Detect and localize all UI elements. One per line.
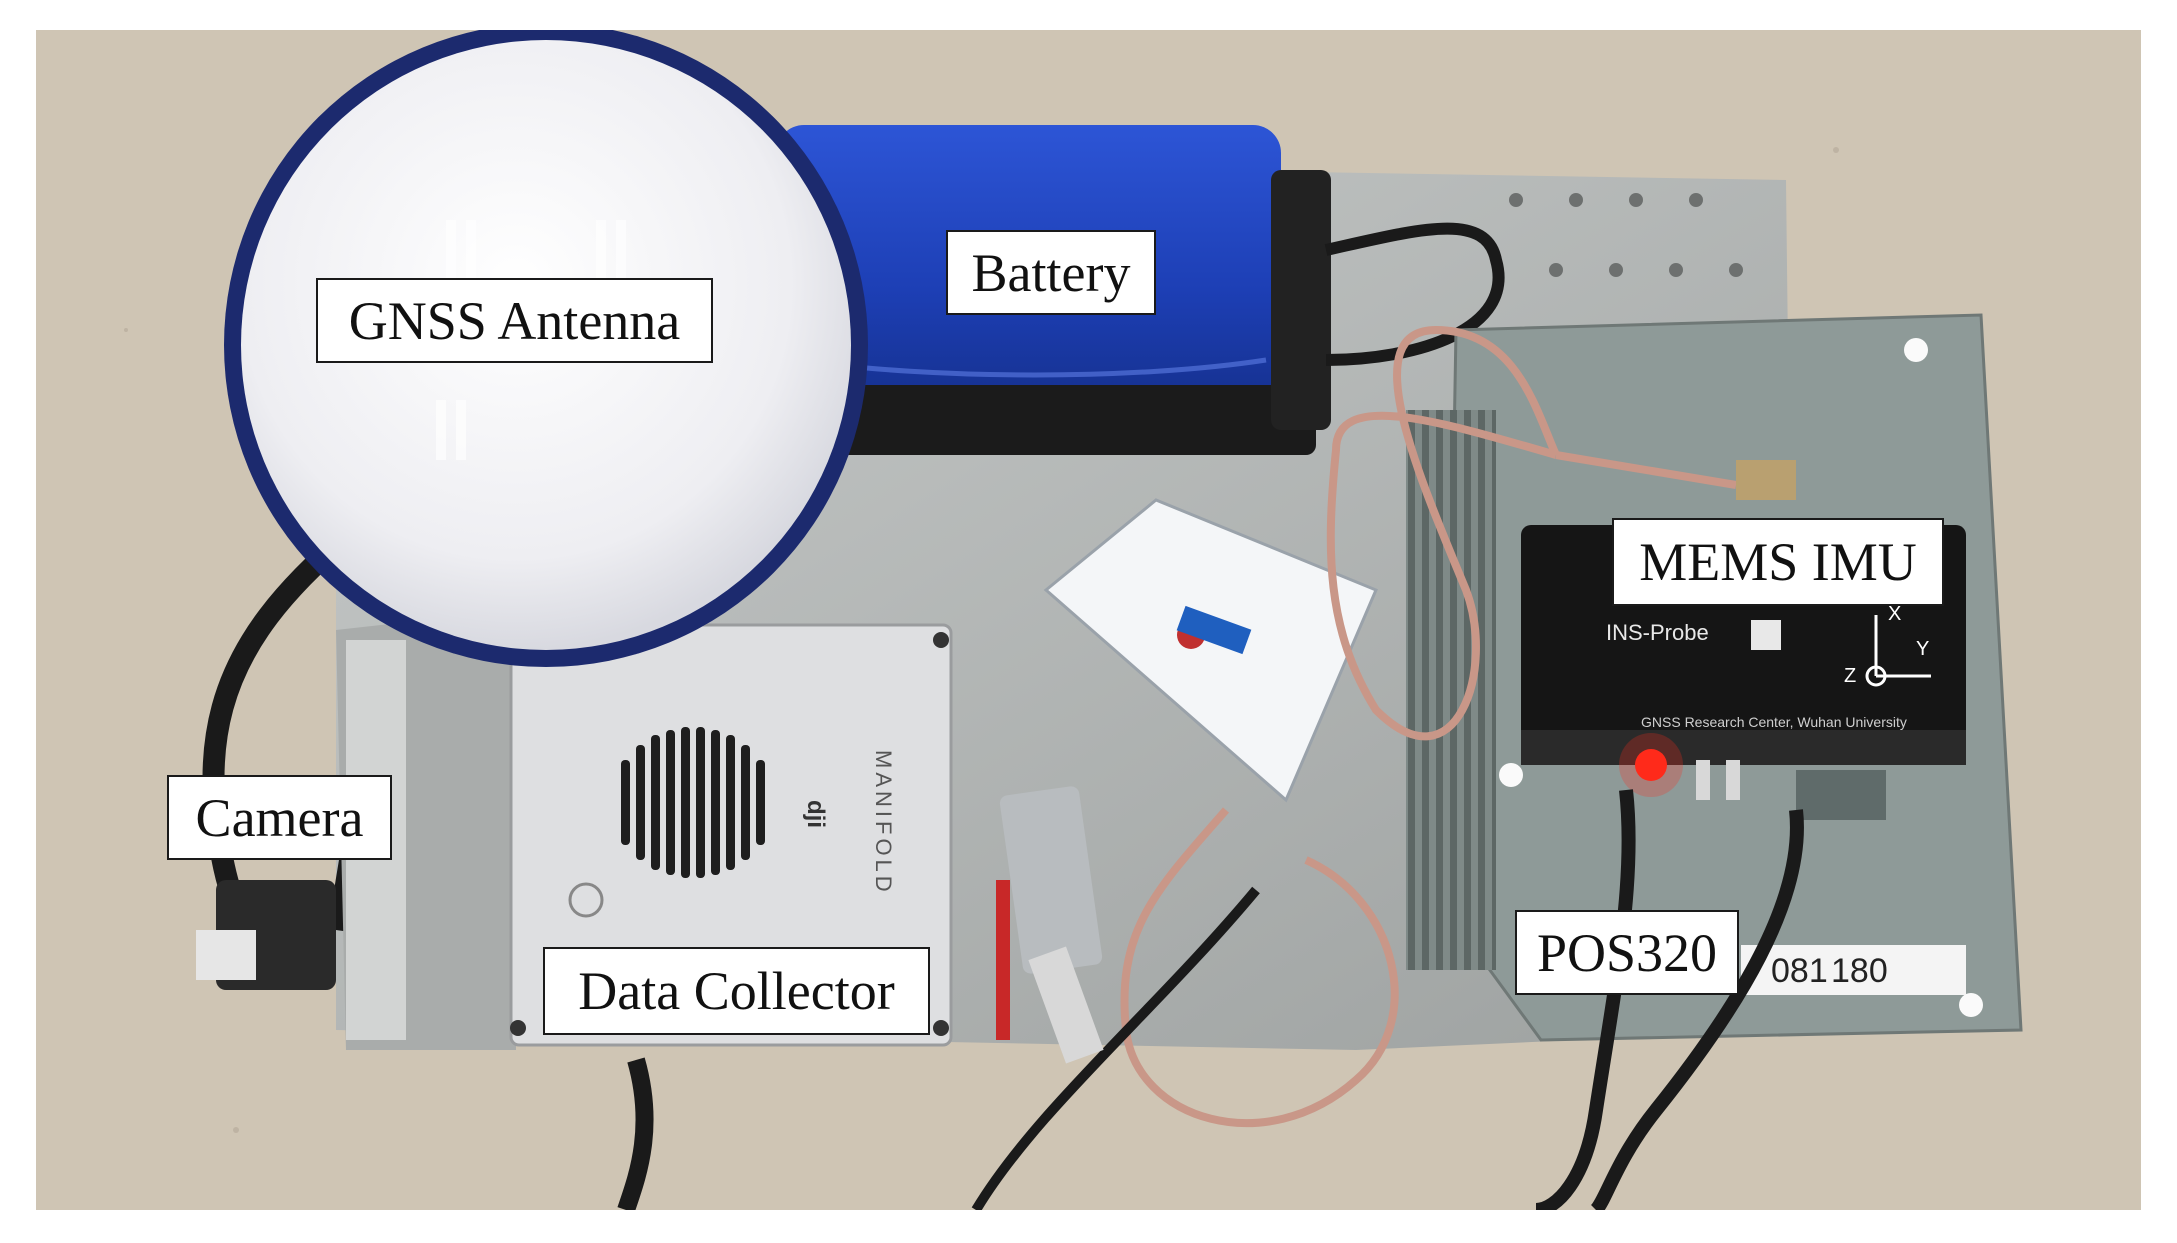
plate-holes — [1509, 193, 1743, 277]
label-gnss-antenna: GNSS Antenna — [316, 278, 713, 363]
coax-cable — [1326, 325, 1560, 741]
hardware-photo: MANIFOLD dji INS-Probe — [36, 30, 2141, 1210]
speaker-grille-icon — [621, 727, 765, 878]
axis-x-label: X — [1888, 603, 1901, 625]
collector-brand-text: MANIFOLD — [871, 750, 896, 896]
label-data-collector: Data Collector — [543, 947, 930, 1035]
axis-y-label: Y — [1916, 638, 1929, 660]
label-pos320: POS320 — [1515, 910, 1739, 995]
imu-footer-text: GNSS Research Center, Wuhan University — [1641, 714, 1907, 730]
pos-sticker-text: 180 — [1831, 952, 1888, 990]
power-button-icon — [568, 882, 604, 918]
signal-splitter — [1043, 498, 1378, 803]
imu-model-text: INS-Probe — [1606, 620, 1709, 645]
power-bank — [796, 385, 1316, 455]
pos-sticker — [1741, 945, 1966, 995]
status-led — [1635, 749, 1667, 781]
pos-sticker-tail-text: 081 — [1771, 952, 1828, 990]
axis-marker-icon — [1865, 615, 1931, 687]
collector-logo-text: dji — [802, 800, 829, 828]
label-camera: Camera — [167, 775, 392, 860]
serial-connector — [999, 786, 1103, 974]
label-mems-imu: MEMS IMU — [1612, 518, 1944, 606]
label-battery: Battery — [946, 230, 1156, 315]
axis-z-label: Z — [1844, 665, 1856, 687]
